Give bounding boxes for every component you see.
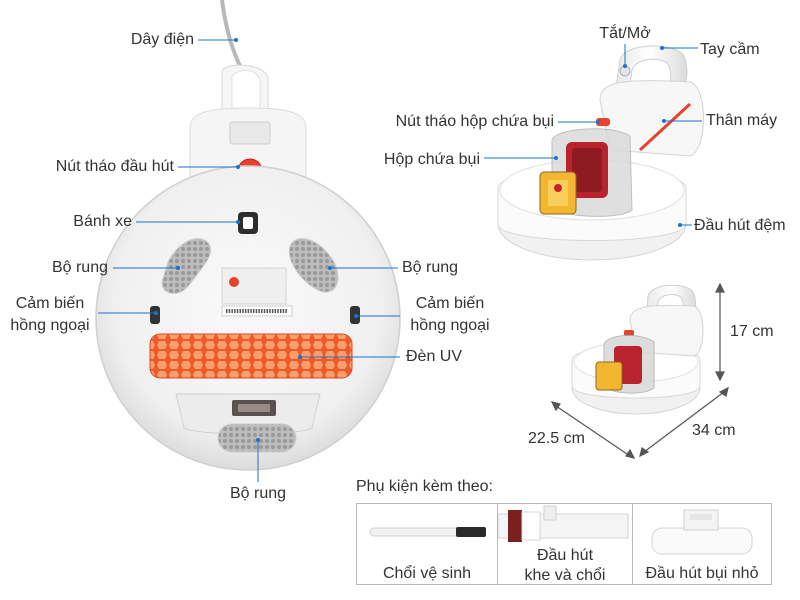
vibration-pad-right [288, 238, 339, 293]
accessory-card-small-head: Đầu hút bụi nhỏ [632, 503, 772, 585]
label-wheel: Bánh xe [73, 213, 132, 230]
label-ir-sensor-left-1: Cảm biến [15, 295, 85, 312]
bottom-view [95, 0, 401, 471]
dimension-arrows [550, 282, 729, 459]
accessory-label-2: khe và chổi [524, 567, 606, 584]
label-cord: Dây điện [130, 31, 194, 48]
accessory-small-head-img [651, 509, 753, 555]
leader-lines-right [484, 44, 702, 227]
label-head-release: Nút tháo đầu hút [55, 158, 174, 175]
label-power: Tắt/Mở [599, 25, 651, 42]
accessory-crevice-img [497, 505, 629, 542]
label-handle: Tay cầm [700, 41, 760, 58]
accessories-title: Phụ kiện kèm theo: [356, 478, 493, 495]
accessory-card-crevice: Đầu hút khe và chổi [497, 503, 633, 585]
dimension-height: 17 cm [730, 323, 774, 340]
accessory-label: Chổi vệ sinh [382, 565, 472, 582]
label-vibration-right: Bộ rung [402, 259, 459, 276]
spec-sticker [229, 121, 271, 145]
top-product-view [497, 45, 704, 261]
label-ir-sensor-left-2: hồng ngoại [10, 317, 90, 334]
accessory-label: Đầu hút [536, 547, 594, 564]
accessory-card-brush: Chổi vệ sinh [356, 503, 498, 585]
ir-sensor-left [150, 306, 160, 324]
label-vibration-bottom: Bộ rung [229, 485, 287, 502]
uv-lamp [149, 333, 353, 379]
vibration-pad-left [161, 238, 212, 294]
vibration-pad-bottom [217, 423, 297, 453]
label-ir-sensor-right-1: Cảm biến [415, 295, 485, 312]
accessory-brush-img [369, 527, 486, 537]
label-dust-release: Nút tháo hộp chứa bụi [395, 113, 554, 130]
label-uv-lamp: Đèn UV [406, 348, 463, 365]
label-mattress-head: Đầu hút đệm [694, 217, 786, 234]
label-vibration-left: Bộ rung [51, 259, 108, 276]
dimension-width: 34 cm [692, 422, 736, 439]
power-cord [220, 0, 244, 71]
leader-lines-left [98, 38, 400, 482]
dust-release-button[interactable] [596, 118, 610, 126]
label-body: Thân máy [706, 112, 778, 129]
label-ir-sensor-right-2: hồng ngoại [410, 317, 490, 334]
label-dust-box: Hộp chứa bụi [383, 151, 480, 168]
base-disc [95, 165, 401, 471]
accessory-label: Đầu hút bụi nhỏ [645, 565, 759, 582]
dimension-depth: 22.5 cm [528, 430, 585, 447]
dimension-product-view [571, 284, 704, 415]
